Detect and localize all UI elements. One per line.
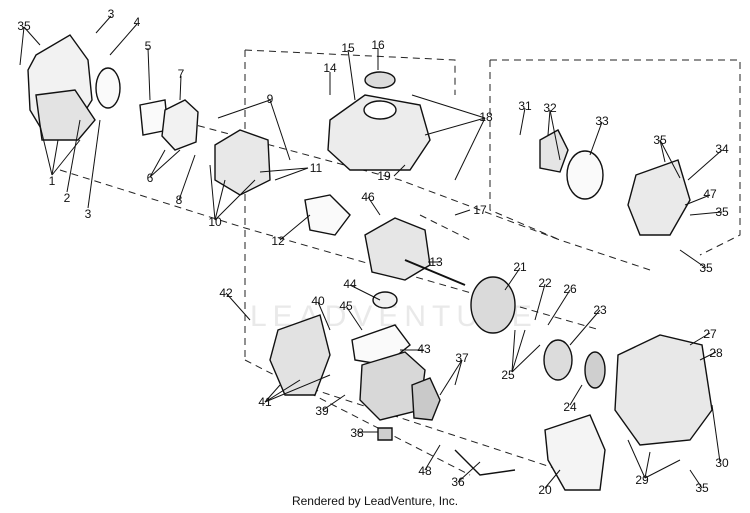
callout-35c: 35 bbox=[715, 205, 729, 219]
clutch-housing bbox=[627, 159, 691, 236]
callout-6: 6 bbox=[147, 171, 154, 185]
fuel-tank bbox=[327, 94, 431, 171]
callout-25: 25 bbox=[501, 368, 515, 382]
leader-lines bbox=[19, 15, 723, 489]
callout-3b: 3 bbox=[85, 207, 92, 221]
callout-1: 1 bbox=[49, 174, 56, 188]
callout-35a: 35 bbox=[17, 19, 31, 33]
starter-pulley bbox=[543, 339, 573, 381]
callout-30: 30 bbox=[715, 456, 729, 470]
footer-credit: Rendered by LeadVenture, Inc. bbox=[291, 494, 459, 508]
throttle-rod bbox=[454, 449, 516, 476]
callout-21: 21 bbox=[513, 260, 527, 274]
callout-26: 26 bbox=[563, 282, 577, 296]
muffler-cover bbox=[269, 314, 331, 396]
callout-35e: 35 bbox=[695, 481, 709, 495]
clutch-drum bbox=[566, 150, 604, 200]
callout-18: 18 bbox=[479, 110, 493, 124]
callout-12: 12 bbox=[271, 234, 285, 248]
callout-32: 32 bbox=[543, 101, 557, 115]
callout-33: 33 bbox=[595, 114, 609, 128]
callout-13: 13 bbox=[429, 255, 443, 269]
callout-4: 4 bbox=[134, 15, 141, 29]
callout-36: 36 bbox=[451, 475, 465, 489]
callout-11: 11 bbox=[310, 161, 323, 175]
air-filter-element bbox=[95, 67, 121, 109]
clutch-assembly bbox=[539, 129, 569, 173]
assembly-guide-lines bbox=[59, 49, 741, 476]
callout-24: 24 bbox=[563, 400, 577, 414]
callout-labels: 1 2 3 3 4 5 6 7 8 9 10 11 12 13 14 15 16… bbox=[17, 7, 729, 497]
callout-29: 29 bbox=[635, 473, 649, 487]
callout-8: 8 bbox=[176, 193, 183, 207]
callout-3a: 3 bbox=[108, 7, 115, 21]
callout-17: 17 bbox=[473, 203, 487, 217]
flywheel bbox=[470, 276, 516, 334]
starter-spring bbox=[584, 351, 606, 389]
callout-35b: 35 bbox=[653, 133, 667, 147]
callout-9: 9 bbox=[267, 92, 274, 106]
callout-41: 41 bbox=[258, 395, 272, 409]
callout-46: 46 bbox=[361, 190, 375, 204]
part-outlines bbox=[27, 34, 713, 491]
callout-38: 38 bbox=[350, 426, 364, 440]
callout-27: 27 bbox=[703, 327, 717, 341]
callout-7: 7 bbox=[178, 67, 185, 81]
ignition-module bbox=[411, 377, 441, 421]
callout-48: 48 bbox=[418, 464, 432, 478]
callout-19: 19 bbox=[377, 169, 391, 183]
callout-15: 15 bbox=[341, 41, 355, 55]
callout-28: 28 bbox=[709, 346, 723, 360]
gasket-12 bbox=[304, 194, 351, 236]
crankshaft bbox=[404, 259, 466, 286]
callout-22: 22 bbox=[538, 276, 552, 290]
callout-2: 2 bbox=[64, 191, 71, 205]
callout-44: 44 bbox=[343, 277, 357, 291]
callout-40: 40 bbox=[311, 294, 325, 308]
callout-10: 10 bbox=[208, 215, 222, 229]
callout-39: 39 bbox=[315, 404, 329, 418]
shroud-20 bbox=[544, 414, 606, 491]
callout-16: 16 bbox=[371, 38, 385, 52]
callout-45: 45 bbox=[339, 299, 353, 313]
callout-43: 43 bbox=[417, 342, 431, 356]
callout-14: 14 bbox=[323, 61, 337, 75]
piston bbox=[372, 291, 398, 309]
callout-5: 5 bbox=[145, 39, 152, 53]
callout-47: 47 bbox=[703, 187, 717, 201]
callout-42: 42 bbox=[219, 286, 233, 300]
carburetor bbox=[161, 99, 199, 151]
fuel-neck bbox=[363, 100, 397, 120]
callout-34: 34 bbox=[715, 142, 729, 156]
callout-23: 23 bbox=[593, 303, 607, 317]
carb-adapter bbox=[214, 129, 271, 196]
callout-35d: 35 bbox=[699, 261, 713, 275]
callout-31: 31 bbox=[518, 99, 532, 113]
crankcase bbox=[364, 217, 431, 281]
starter-housing bbox=[614, 334, 713, 446]
callout-37: 37 bbox=[455, 351, 469, 365]
fuel-cap bbox=[364, 71, 396, 89]
air-filter-base bbox=[35, 89, 96, 141]
spark-plug bbox=[377, 427, 393, 441]
callout-20: 20 bbox=[538, 483, 552, 497]
